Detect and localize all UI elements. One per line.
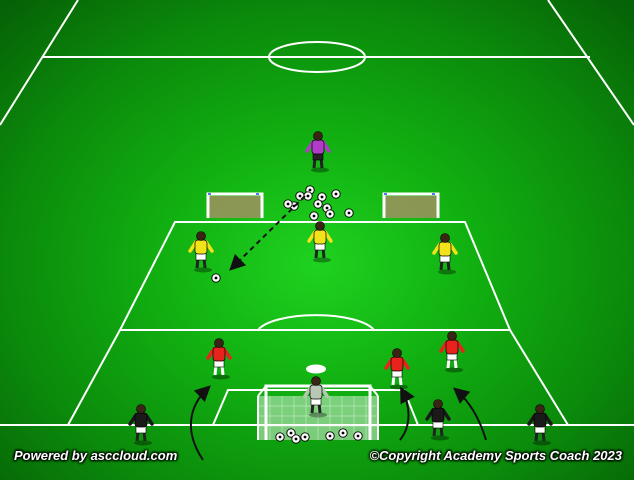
run-arrow-right [452, 387, 487, 441]
mini-goal-right [382, 192, 440, 218]
black-player-left [128, 404, 154, 446]
box-left-line [67, 329, 121, 426]
red-player-right [439, 331, 465, 373]
run-arrow-left [189, 385, 211, 461]
pass-arrow [229, 195, 306, 271]
penalty-arc [257, 314, 375, 331]
centre-circle [268, 41, 366, 73]
goalkeeper-bottom [303, 376, 329, 418]
left-touchline [0, 0, 79, 126]
ball-pile-top [283, 185, 354, 221]
black-player-center [425, 399, 451, 441]
red-player-center [384, 348, 410, 390]
copyright-label: ©Copyright Academy Sports Coach 2023 [369, 448, 622, 463]
players [128, 131, 553, 446]
powered-by-label[interactable]: Powered by asccloud.com [14, 448, 178, 463]
penalty-spot [306, 364, 326, 374]
yellow-player-right [432, 233, 458, 275]
ball-loose [211, 273, 221, 283]
red-player-left [206, 338, 232, 380]
box-right-line [509, 329, 569, 426]
black-player-right [527, 404, 553, 446]
goalkeeper-top [305, 131, 331, 173]
run-arrow-center [399, 386, 415, 441]
yellow-player-center [307, 221, 333, 263]
mini-goal-left [206, 192, 264, 218]
yellow-player-left [188, 231, 214, 273]
right-touchline [547, 0, 634, 126]
